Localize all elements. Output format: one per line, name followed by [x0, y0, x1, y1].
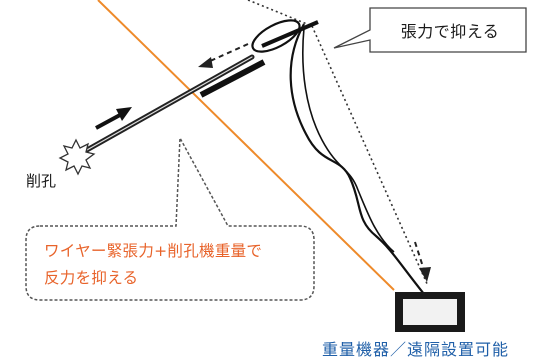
dashed-arrow-pulley: [207, 43, 249, 63]
dotted-diagonal-line: [311, 25, 429, 287]
drill-hole-label: 削孔: [26, 172, 57, 190]
tension-callout-text: 張力で抑える: [400, 22, 500, 41]
reaction-callout-line-1: ワイヤー緊張力+削孔機重量で: [44, 242, 263, 260]
tension-wire-secondary: [302, 27, 395, 253]
dotted-top-line: [247, 0, 313, 27]
push-arrow: [95, 113, 121, 130]
heavy-machine-window: [403, 299, 457, 325]
drill-hole-burst: [58, 138, 96, 176]
reaction-callout-text: ワイヤー緊張力+削孔機重量で 反力を抑える: [44, 238, 306, 292]
anchor-bar: [261, 20, 319, 48]
reaction-callout-box: [25, 135, 315, 301]
orange-slope-line: [97, 0, 395, 291]
tension-callout-box: [333, 7, 527, 53]
heavy-machine-caption: 重量機器／遠隔設置可能: [322, 340, 510, 359]
tension-wire: [289, 23, 425, 295]
pulley-loop: [251, 19, 301, 53]
dashed-arrow-machine: [414, 241, 425, 271]
reaction-callout-line-2: 反力を抑える: [44, 269, 139, 287]
dashed-arrow-machine-head: [419, 267, 431, 282]
dashed-arrow-pulley-head: [198, 57, 213, 68]
rod-clamp-segment: [199, 59, 266, 98]
push-arrow-head: [116, 107, 132, 121]
drill-rod-inner: [77, 56, 253, 156]
